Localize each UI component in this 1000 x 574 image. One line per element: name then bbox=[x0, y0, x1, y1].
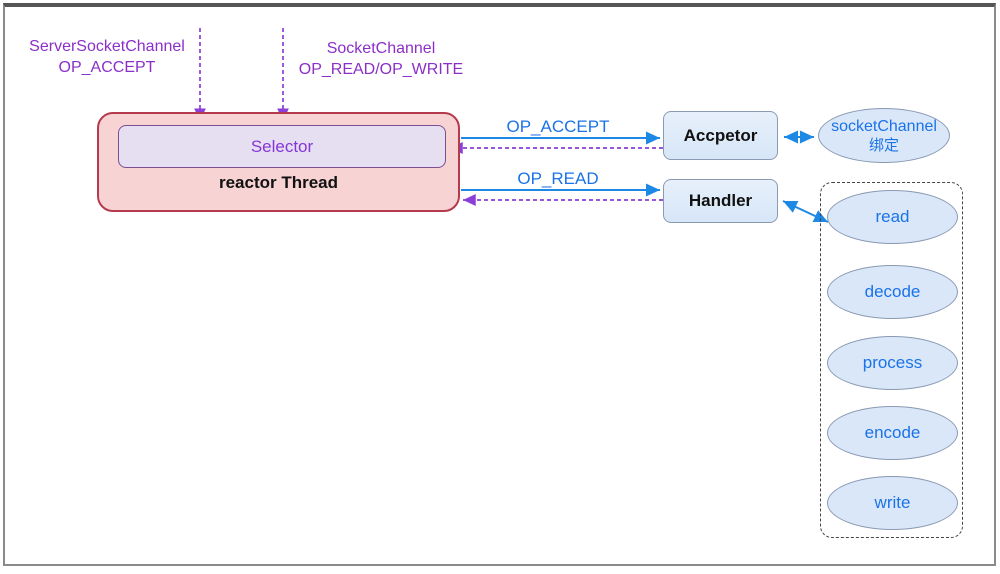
socketchannel-bind-line1: socketChannel bbox=[831, 117, 937, 135]
pipeline-step-process: process bbox=[827, 336, 958, 390]
pipeline-step-encode: encode bbox=[827, 406, 958, 460]
pipeline-step-read: read bbox=[827, 190, 958, 244]
pipeline-step-write-label: write bbox=[874, 493, 911, 512]
selector-box: Selector bbox=[118, 125, 446, 168]
pipeline-step-decode: decode bbox=[827, 265, 958, 319]
op-read-flow-label: OP_READ bbox=[517, 169, 599, 188]
socketchannel-label-line1: SocketChannel bbox=[326, 40, 436, 57]
reactor-thread-label: reactor Thread bbox=[218, 173, 339, 192]
socketchannel-bind-line2: 绑定 bbox=[868, 136, 899, 154]
pipeline-step-write: write bbox=[827, 476, 958, 530]
handler-node: Handler bbox=[663, 179, 778, 223]
socketchannel-label-line2: OP_READ/OP_WRITE bbox=[298, 61, 464, 78]
pipeline-step-process-label: process bbox=[862, 353, 923, 372]
socketchannel-label: SocketChannel OP_READ/OP_WRITE bbox=[285, 38, 477, 80]
socketchannel-bind-ellipse: socketChannel 绑定 bbox=[818, 108, 950, 163]
handler-pipeline-container bbox=[820, 182, 963, 538]
serversocketchannel-label: ServerSocketChannel OP_ACCEPT bbox=[12, 36, 202, 78]
pipeline-step-encode-label: encode bbox=[864, 423, 921, 442]
pipeline-step-read-label: read bbox=[875, 207, 910, 226]
serversocketchannel-label-line1: ServerSocketChannel bbox=[29, 38, 185, 55]
selector-label: Selector bbox=[250, 136, 314, 156]
handler-node-label: Handler bbox=[688, 191, 753, 210]
op-accept-flow-label: OP_ACCEPT bbox=[506, 117, 610, 136]
serversocketchannel-label-line2: OP_ACCEPT bbox=[58, 59, 156, 76]
pipeline-step-decode-label: decode bbox=[864, 282, 921, 301]
acceptor-node: Accpetor bbox=[663, 111, 778, 160]
acceptor-node-label: Accpetor bbox=[683, 125, 758, 145]
